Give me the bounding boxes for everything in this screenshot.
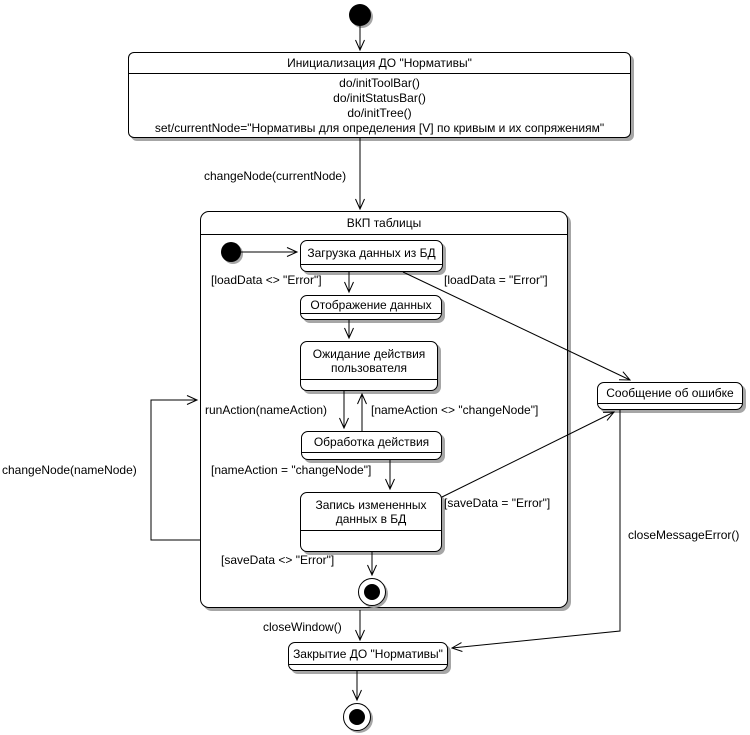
composite-state-title: ВКП таблицы — [201, 212, 567, 235]
initial-state-dot — [349, 4, 371, 26]
state-compartment — [302, 452, 441, 459]
final-state — [343, 703, 371, 731]
action-init-toolbar: do/initToolBar() — [339, 75, 420, 90]
state-process-action: Обработка действия — [301, 431, 442, 460]
state-display-data-label: Отображение данных — [310, 297, 432, 312]
state-error-message: Сообщение об ошибке — [597, 382, 743, 410]
state-initialization-actions: do/initToolBar() do/initStatusBar() do/i… — [129, 74, 630, 137]
state-save-data-label: Запись измененных данных в БД — [315, 497, 427, 526]
state-compartment — [301, 313, 441, 319]
inner-final-dot — [364, 584, 380, 600]
inner-initial-state-dot — [221, 242, 241, 262]
state-compartment — [301, 379, 437, 390]
action-init-tree: do/initTree() — [347, 106, 412, 121]
label-change-node-current: changeNode(currentNode) — [204, 169, 347, 183]
state-save-data: Запись измененных данных в БД — [300, 492, 442, 552]
label-run-action: runAction(nameAction) — [205, 403, 328, 417]
label-close-window: closeWindow() — [263, 620, 342, 634]
inner-final-state — [358, 578, 386, 606]
arrow-composite-self-change-node — [150, 395, 200, 541]
label-close-message-error: closeMessageError() — [628, 528, 740, 542]
state-close-do: Закрытие ДО "Нормативы" — [288, 642, 448, 671]
state-display-data: Отображение данных — [300, 295, 442, 320]
label-action-change: [nameAction = "changeNode"] — [211, 463, 372, 477]
state-process-action-label: Обработка действия — [313, 435, 430, 449]
label-change-node-name: changeNode(nameNode) — [2, 463, 137, 477]
state-compartment — [301, 530, 441, 551]
state-load-data-label: Загрузка данных из БД — [307, 245, 436, 260]
action-init-statusbar: do/initStatusBar() — [333, 90, 426, 105]
state-initialization: Инициализация ДО "Нормативы" do/initTool… — [128, 52, 631, 138]
state-initialization-title: Инициализация ДО "Нормативы" — [129, 53, 630, 74]
action-set-currentnode: set/currentNode="Нормативы для определен… — [154, 121, 605, 136]
state-close-do-label: Закрытие ДО "Нормативы" — [293, 646, 443, 661]
state-load-data: Загрузка данных из БД — [300, 240, 443, 272]
label-save-error: [saveData = "Error"] — [444, 496, 551, 510]
label-load-error: [loadData = "Error"] — [444, 273, 548, 287]
state-compartment — [598, 403, 742, 409]
state-compartment — [301, 264, 442, 271]
final-dot — [349, 709, 365, 725]
label-save-ok: [saveData <> "Error"] — [221, 553, 335, 567]
state-error-message-label: Сообщение об ошибке — [606, 386, 734, 400]
state-wait-user-action: Ожидание действия пользователя — [300, 341, 438, 391]
label-action-other: [nameAction <> "changeNode"] — [371, 403, 539, 417]
state-compartment — [289, 664, 447, 670]
label-load-ok: [loadData <> "Error"] — [211, 273, 322, 287]
state-wait-user-action-label: Ожидание действия пользователя — [312, 346, 426, 375]
